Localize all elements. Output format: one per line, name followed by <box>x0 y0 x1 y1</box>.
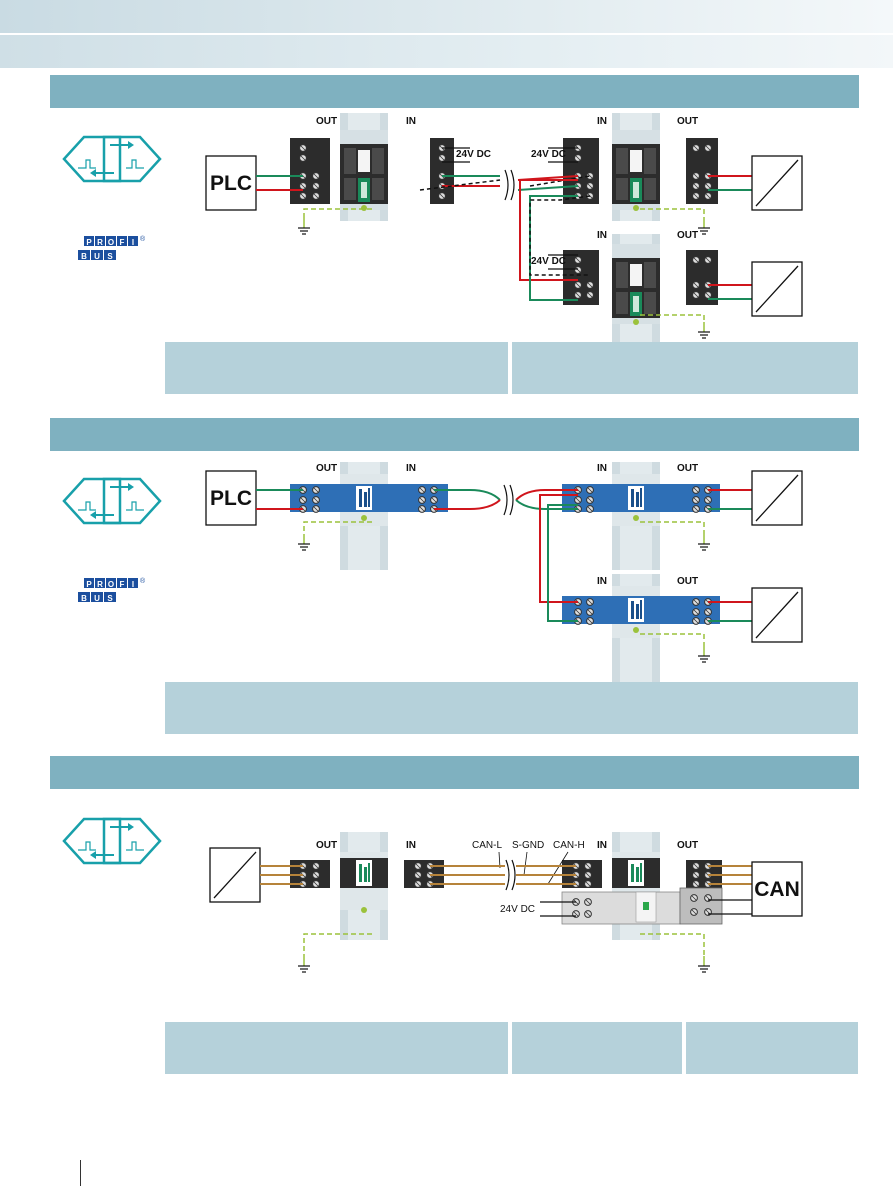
ground-icon <box>697 533 711 551</box>
svg-text:F: F <box>120 580 125 589</box>
surge-module <box>340 130 388 211</box>
surge-module <box>612 474 660 526</box>
svg-text:24V DC: 24V DC <box>531 256 566 267</box>
can-device <box>751 861 803 917</box>
svg-text:IN: IN <box>597 840 607 851</box>
svg-text:I: I <box>132 238 134 247</box>
text-box-2 <box>165 682 858 734</box>
profibus-logo: P R O F I B U S ® <box>78 577 146 603</box>
svg-text:R: R <box>97 238 103 247</box>
field-device-icon <box>751 261 803 317</box>
svg-text:U: U <box>94 252 100 261</box>
svg-text:I: I <box>132 580 134 589</box>
diagram-section-1: OUT IN IN OUT IN OUT 24V DC 24V DC 24V D… <box>205 113 803 342</box>
ground-icon <box>297 955 311 973</box>
svg-text:P: P <box>86 238 92 247</box>
ground-icon <box>297 533 311 551</box>
svg-text:OUT: OUT <box>316 116 337 127</box>
signal-protection-icon <box>62 135 162 183</box>
svg-text:IN: IN <box>597 576 607 587</box>
text-box-1a <box>165 342 508 394</box>
ground-icon <box>697 645 711 663</box>
svg-text:IN: IN <box>406 840 416 851</box>
surge-module <box>340 852 388 913</box>
svg-text:IN: IN <box>406 463 416 474</box>
svg-text:O: O <box>108 238 114 247</box>
svg-text:S-GND: S-GND <box>512 840 544 851</box>
text-box-3a <box>165 1022 508 1074</box>
svg-text:®: ® <box>140 235 146 243</box>
surge-module <box>340 474 388 526</box>
ground-icon <box>297 217 311 235</box>
svg-text:OUT: OUT <box>677 576 698 587</box>
surge-module <box>612 586 660 638</box>
footer-rule <box>80 1160 81 1186</box>
svg-text:U: U <box>94 594 100 603</box>
subheader-band <box>0 35 893 68</box>
svg-text:OUT: OUT <box>677 230 698 241</box>
svg-text:CAN-L: CAN-L <box>472 840 502 851</box>
svg-text:P: P <box>86 580 92 589</box>
svg-text:CAN-H: CAN-H <box>553 840 585 851</box>
svg-text:S: S <box>107 252 113 261</box>
diagram-section-2: OUT IN IN OUT IN OUT PLC <box>205 462 803 682</box>
profibus-logo: P R O F I B U S ® <box>78 235 146 261</box>
section-bar-3 <box>50 756 859 789</box>
section-bar-1 <box>50 75 859 108</box>
section-bar-2 <box>50 418 859 451</box>
text-box-3b <box>512 1022 682 1074</box>
svg-text:CAN: CAN <box>754 878 800 901</box>
surge-module <box>612 130 660 211</box>
ground-icon <box>697 955 711 973</box>
ground-icon <box>697 217 711 235</box>
field-device-icon <box>751 155 803 211</box>
svg-text:F: F <box>120 238 125 247</box>
svg-text:24V DC: 24V DC <box>456 149 491 160</box>
svg-text:24V DC: 24V DC <box>531 149 566 160</box>
svg-text:®: ® <box>140 577 146 585</box>
text-box-3c <box>686 1022 858 1074</box>
svg-text:IN: IN <box>597 230 607 241</box>
field-device-icon <box>751 587 803 643</box>
text-box-1b <box>512 342 858 394</box>
svg-text:OUT: OUT <box>677 116 698 127</box>
svg-text:IN: IN <box>597 116 607 127</box>
svg-text:S: S <box>107 594 113 603</box>
svg-text:O: O <box>108 580 114 589</box>
svg-text:B: B <box>81 252 87 261</box>
signal-protection-icon <box>62 817 162 865</box>
svg-text:OUT: OUT <box>677 840 698 851</box>
svg-text:PLC: PLC <box>210 172 252 195</box>
svg-text:OUT: OUT <box>316 463 337 474</box>
field-device-icon <box>209 847 261 903</box>
svg-text:IN: IN <box>406 116 416 127</box>
svg-text:OUT: OUT <box>316 840 337 851</box>
field-device-icon <box>751 470 803 526</box>
svg-text:PLC: PLC <box>210 487 252 510</box>
header-band <box>0 0 893 33</box>
surge-module <box>612 244 660 325</box>
svg-text:OUT: OUT <box>677 463 698 474</box>
svg-text:R: R <box>97 580 103 589</box>
svg-text:B: B <box>81 594 87 603</box>
svg-text:24V DC: 24V DC <box>500 904 535 915</box>
ground-icon <box>697 321 711 339</box>
diagram-section-3: OUT IN IN OUT CAN-L S-GND CAN-H 24V DC <box>209 832 803 973</box>
svg-text:IN: IN <box>597 463 607 474</box>
signal-protection-icon <box>62 477 162 525</box>
